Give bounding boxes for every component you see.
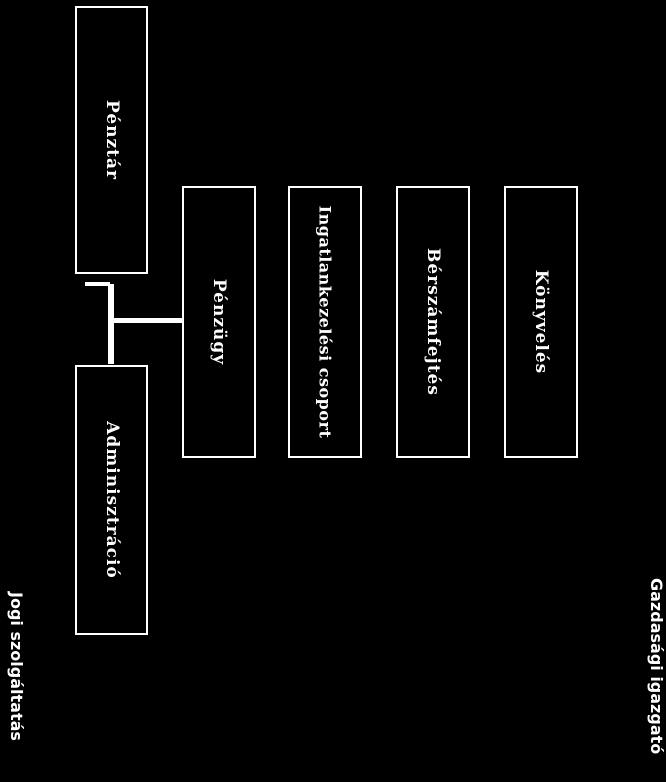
label-penztar: Pénztár <box>101 100 122 180</box>
label-ingatlankezelesi-csoport: Ingatlankezelési csoport <box>315 205 335 439</box>
box-ingatlankezelesi-csoport: Ingatlankezelési csoport <box>288 186 362 458</box>
box-penzugy: Pénzügy <box>182 186 256 458</box>
connector-stub <box>85 282 110 286</box>
connector-vertical <box>108 284 114 364</box>
label-adminisztracio: Adminisztráció <box>101 421 122 579</box>
label-gazdasagi-igazgato: Gazdasági igazgató <box>647 578 666 755</box>
connector-horizontal <box>112 318 182 323</box>
label-jogi-szolgaltatas: Jogi szolgáltatás <box>7 592 26 741</box>
box-konyveles: Könyvelés <box>504 186 578 458</box>
box-berszamfejtes: Bérszámfejtés <box>396 186 470 458</box>
box-penztar: Pénztár <box>75 6 148 274</box>
label-berszamfejtes: Bérszámfejtés <box>423 248 443 396</box>
label-konyveles: Könyvelés <box>531 269 551 375</box>
box-adminisztracio: Adminisztráció <box>75 365 148 635</box>
label-penzugy: Pénzügy <box>209 278 229 366</box>
